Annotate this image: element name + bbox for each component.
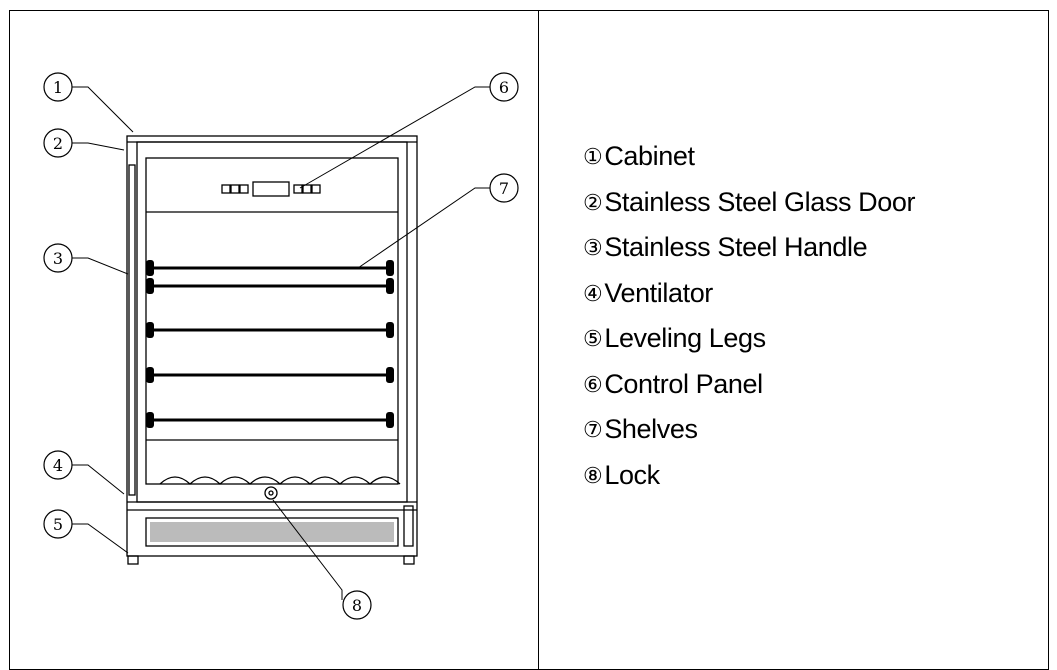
- legend-number: ②: [583, 190, 603, 216]
- door-lock: [264, 486, 278, 500]
- callout-3: [43, 243, 73, 273]
- door-handle: [128, 164, 136, 496]
- callout-4-label: 4: [53, 456, 63, 475]
- callout-6-label: 6: [499, 78, 509, 97]
- legend-number: ⑦: [583, 418, 603, 443]
- callout-2: [43, 128, 73, 158]
- callout-3-label: 3: [53, 249, 63, 268]
- callout-4: [43, 450, 73, 480]
- shelves: [150, 266, 390, 422]
- callout-5: [43, 509, 73, 539]
- legend-label: Ventilator: [604, 277, 713, 308]
- legend-item-door: ②Stainless Steel Glass Door: [583, 180, 915, 226]
- display-screen: [252, 181, 290, 197]
- legend-item-handle: ③Stainless Steel Handle: [583, 225, 915, 271]
- legend-number: ③: [583, 236, 603, 261]
- callout-2-label: 2: [53, 134, 63, 153]
- legend-label: Stainless Steel Glass Door: [604, 186, 916, 217]
- legend-item-cabinet: ①Cabinet: [583, 134, 915, 180]
- legend-label: Lock: [604, 459, 660, 490]
- legend-label: Shelves: [604, 414, 698, 444]
- legend-label: Leveling Legs: [604, 323, 766, 353]
- leveling-leg-right: [403, 555, 415, 565]
- legend-number: ⑧: [583, 463, 603, 489]
- callout-6: [489, 72, 519, 102]
- legend-item-legs: ⑤Leveling Legs: [583, 316, 915, 362]
- callout-7-label: 7: [499, 179, 509, 198]
- legend-label: Stainless Steel Handle: [604, 232, 868, 262]
- wine-cooler-drawing: 1 2 3 4 5 6 7 8: [43, 72, 519, 620]
- legend-number: ①: [583, 145, 603, 170]
- callout-1: [43, 72, 73, 102]
- callout-8: [342, 590, 372, 620]
- legend-label: Control Panel: [604, 368, 763, 399]
- callout-7: [489, 173, 519, 203]
- legend-number: ④: [583, 281, 603, 307]
- legend-item-ventilator: ④Ventilator: [583, 271, 915, 317]
- cabinet-outline: [126, 135, 418, 557]
- callout-5-label: 5: [53, 515, 63, 534]
- legend-item-lock: ⑧Lock: [583, 453, 915, 499]
- legend-item-control-panel: ⑥Control Panel: [583, 362, 915, 408]
- ventilator-grille: [145, 517, 399, 547]
- legend-item-shelves: ⑦Shelves: [583, 407, 915, 453]
- leveling-leg-left: [127, 555, 139, 565]
- callout-8-label: 8: [352, 596, 362, 615]
- panel-divider: [538, 10, 539, 670]
- parts-legend: ①Cabinet ②Stainless Steel Glass Door ③St…: [583, 134, 915, 498]
- legend-number: ⑤: [583, 327, 603, 352]
- legend-label: Cabinet: [604, 141, 695, 171]
- legend-number: ⑥: [583, 372, 603, 398]
- callout-1-label: 1: [53, 78, 63, 97]
